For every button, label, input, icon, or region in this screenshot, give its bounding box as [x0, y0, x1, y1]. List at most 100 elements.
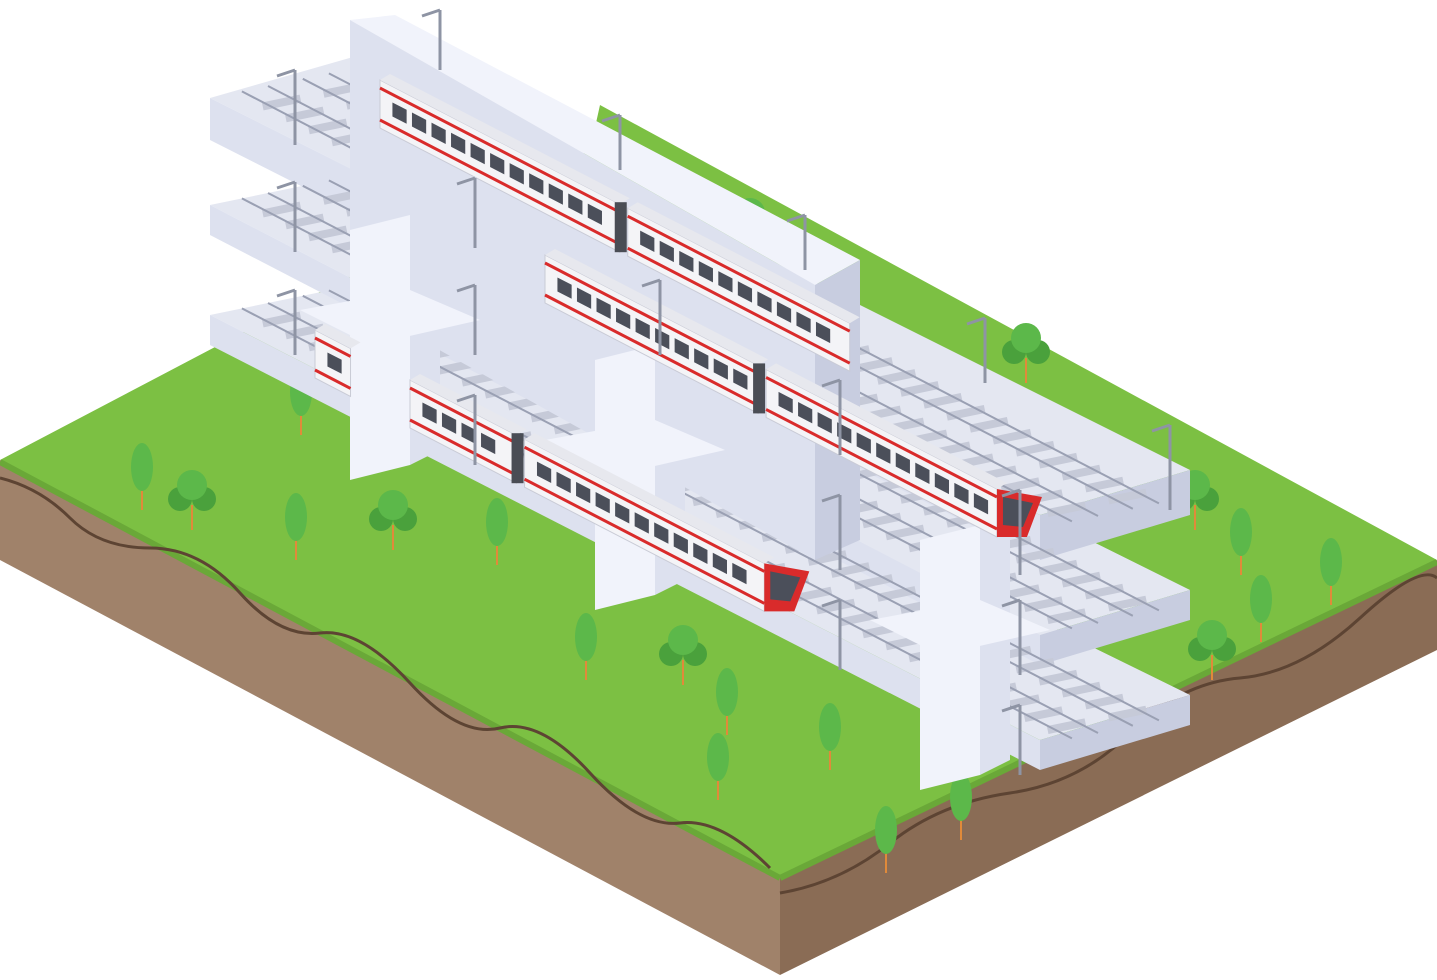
train-middle-car-2 — [765, 363, 1007, 538]
train-coupler — [511, 433, 524, 484]
tree-foliage — [1250, 575, 1272, 623]
lamp-arm — [1001, 598, 1021, 608]
pole-group — [276, 8, 1172, 775]
train-window — [694, 348, 709, 370]
train-window — [934, 472, 950, 495]
train-window — [733, 368, 748, 390]
train-window — [679, 250, 694, 273]
train-window — [576, 481, 591, 504]
tree-foliage — [707, 733, 729, 781]
train-group — [314, 74, 1042, 613]
train-window — [634, 512, 649, 534]
train-stripe-bottom — [523, 477, 765, 605]
pier-front — [920, 525, 980, 790]
tree-foliage — [285, 493, 307, 541]
train-car-roof — [766, 363, 1007, 490]
train-window — [815, 321, 831, 344]
tree-foliage — [131, 443, 153, 491]
train-car-roof — [380, 74, 630, 205]
deck-bottom-end — [1040, 695, 1190, 770]
lamp-arm — [821, 598, 841, 608]
lamp-arm — [601, 113, 621, 123]
tree-foliage — [1230, 508, 1252, 556]
lamp-arm — [456, 176, 476, 186]
train-bottom-tail — [314, 324, 361, 398]
train-window — [596, 297, 611, 320]
train-stripe-bottom — [409, 418, 518, 477]
train-stripe-bottom — [627, 246, 851, 365]
train-bottom-car-2 — [523, 433, 775, 613]
train-window — [556, 471, 571, 494]
train-car-roof — [627, 202, 860, 324]
grass-edge-left — [0, 459, 782, 881]
lamp-arm — [456, 283, 476, 293]
train-window — [635, 317, 650, 340]
train-window — [568, 193, 583, 215]
train-stripe-top — [409, 386, 518, 445]
train-window — [698, 261, 713, 283]
train-window — [548, 183, 563, 205]
tree-foliage — [668, 625, 698, 655]
train-coupler — [753, 363, 766, 414]
train-windshield — [1002, 497, 1033, 528]
tree-foliage — [1011, 323, 1041, 353]
tree-foliage — [177, 470, 207, 500]
lamp-arm — [1151, 423, 1171, 433]
train-window — [392, 102, 407, 124]
lamp-arm — [276, 288, 296, 298]
train-window — [422, 402, 437, 424]
train-window — [659, 240, 674, 263]
train-coupler — [614, 202, 627, 253]
train-stripe-top — [627, 214, 851, 333]
train-window — [441, 412, 457, 434]
train-window — [712, 552, 727, 575]
train-stripe-bottom — [544, 293, 759, 407]
tree-foliage — [486, 498, 508, 546]
train-bottom-car-1 — [409, 374, 527, 485]
tree-foliage — [1197, 620, 1227, 650]
train-window — [587, 203, 602, 226]
train-window — [481, 432, 496, 455]
pier-crossbeam — [870, 600, 1050, 655]
train-window — [757, 291, 772, 313]
train-window — [796, 311, 811, 333]
train-window — [737, 281, 753, 303]
lamp-arm — [786, 213, 806, 223]
train-window — [431, 122, 446, 145]
train-window — [856, 432, 871, 454]
train-windshield — [770, 571, 801, 602]
pier-front — [350, 215, 410, 480]
train-stripe-top — [314, 336, 352, 358]
tree-foliage — [716, 668, 738, 716]
tree-foliage — [378, 490, 408, 520]
pier-side — [980, 525, 1010, 775]
train-stripe-top — [544, 261, 759, 375]
train-window — [536, 461, 552, 484]
train-window — [674, 338, 689, 360]
train-stripe-bottom — [765, 408, 998, 531]
tree-foliage — [950, 773, 972, 821]
pier-group — [300, 215, 1050, 790]
train-window — [915, 462, 930, 485]
train-window — [718, 271, 733, 293]
train-window — [640, 230, 655, 253]
train-window — [490, 153, 505, 175]
train-window — [461, 422, 476, 445]
train-top-car-2 — [627, 202, 860, 373]
train-window — [778, 391, 793, 414]
train-window — [615, 502, 630, 524]
train-window — [713, 358, 728, 380]
pier-crossbeam — [545, 420, 725, 475]
pier-crossbeam — [300, 290, 480, 345]
train-car-roof — [410, 374, 527, 436]
train-window — [327, 352, 342, 374]
train-window — [616, 307, 631, 330]
train-window — [693, 542, 708, 564]
train-window — [673, 532, 688, 554]
tree-foliage — [575, 613, 597, 661]
lamp-arm — [456, 393, 476, 403]
train-stripe-top — [379, 86, 621, 214]
lamp-arm — [276, 68, 296, 78]
lamp-arm — [821, 378, 841, 388]
